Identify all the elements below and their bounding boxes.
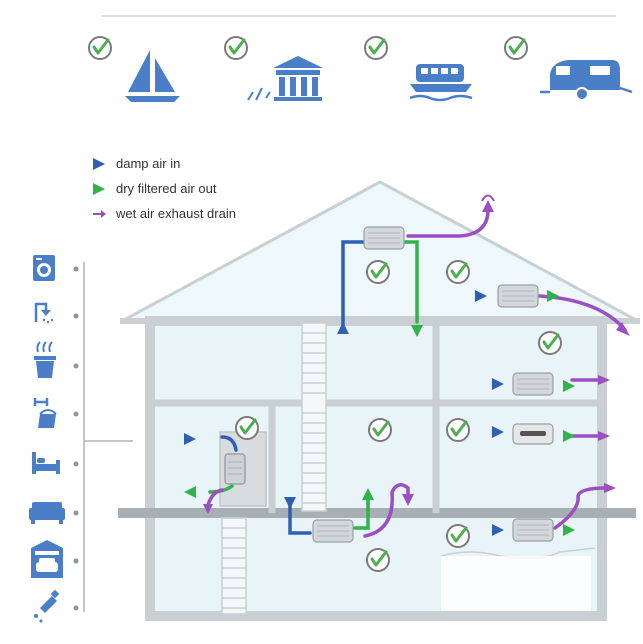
legend-label: dry filtered air out — [116, 181, 217, 196]
legend: damp air in dry filtered air out wet air… — [92, 151, 236, 226]
arrow-right-icon — [93, 209, 106, 218]
spray-bottle-icon — [34, 589, 60, 623]
legend-label: wet air exhaust drain — [116, 206, 236, 221]
bed-icon — [32, 452, 60, 474]
legend-item-exhaust: wet air exhaust drain — [92, 201, 236, 226]
legend-label: damp air in — [116, 156, 181, 171]
unit-basement-middle — [312, 519, 354, 543]
unit-upper-right — [512, 372, 554, 396]
legend-item-damp: damp air in — [92, 151, 236, 176]
unit-cupboard — [224, 453, 246, 485]
ladder-upper — [301, 322, 327, 512]
caravan-icon — [503, 35, 633, 101]
cooking-pot-icon — [34, 341, 56, 378]
unit-attic — [363, 226, 405, 250]
unit-middle-right — [512, 423, 554, 445]
unit-roof-right — [497, 284, 539, 308]
sailboat-icon — [87, 35, 180, 102]
airflow-arrows — [184, 194, 630, 536]
side-icons — [29, 255, 133, 623]
ladder-lower — [221, 517, 247, 615]
tap-bucket-icon — [33, 398, 57, 428]
dehumidifier-units — [224, 226, 554, 543]
sofa-icon — [29, 502, 65, 524]
lighthouse-building-icon — [223, 35, 323, 101]
boat-icon — [363, 35, 473, 102]
shower-icon — [34, 302, 54, 324]
legend-item-dry: dry filtered air out — [92, 176, 236, 201]
triangle-right-icon — [93, 157, 105, 170]
unit-basement-right — [512, 518, 554, 542]
triangle-right-icon — [93, 182, 105, 195]
washing-machine-icon — [33, 255, 55, 281]
garage-car-icon — [31, 540, 63, 578]
